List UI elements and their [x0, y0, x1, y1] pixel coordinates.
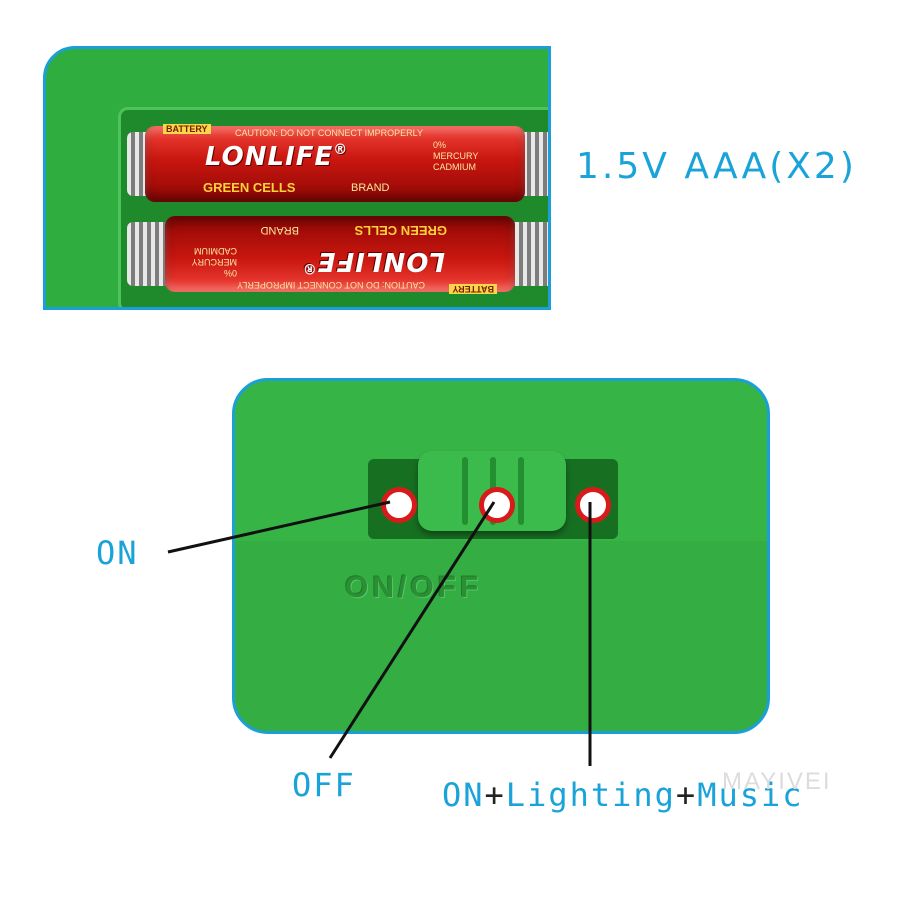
position-marker-on-lighting-music	[575, 487, 611, 523]
plus-sign: +	[675, 776, 698, 814]
switch-ridge	[462, 457, 468, 525]
label-on: ON	[96, 534, 139, 572]
battery-tag: BATTERY	[449, 284, 497, 294]
battery-bottom: BATTERY CAUTION: DO NOT CONNECT IMPROPER…	[165, 216, 515, 294]
combo-music-text: Music	[697, 776, 804, 814]
battery-caution-text: CAUTION: DO NOT CONNECT IMPROPERLY	[235, 128, 424, 138]
battery-brand: LONLIFE®	[301, 246, 445, 276]
combo-lighting-text: Lighting	[505, 776, 676, 814]
plus-sign: +	[484, 776, 506, 814]
battery-brand-word: BRAND	[351, 182, 390, 194]
battery-voltage-label: 1.5V AAA(X2)	[576, 146, 857, 187]
battery-tray: BATTERY CAUTION: DO NOT CONNECT IMPROPER…	[118, 107, 548, 307]
battery-mercury-note: 0% MERCURY CADMIUM	[433, 140, 479, 172]
watermark: MAYIVEI	[722, 768, 832, 795]
battery-compartment-photo: BATTERY CAUTION: DO NOT CONNECT IMPROPER…	[43, 46, 551, 310]
label-off: OFF	[292, 766, 356, 804]
battery-mercury-note: 0% MERCURY CADMIUM	[191, 246, 237, 278]
label-on-lighting-music: ON+Lighting+Music	[442, 776, 804, 814]
battery-brand: LONLIFE®	[205, 142, 349, 172]
switch-housing	[235, 541, 767, 731]
position-marker-on	[381, 487, 417, 523]
battery-subtitle: GREEN CELLS	[354, 223, 447, 238]
battery-subtitle: GREEN CELLS	[203, 180, 296, 195]
battery-tag: BATTERY	[163, 124, 211, 134]
combo-on-text: ON	[442, 776, 485, 814]
battery-caution-text: CAUTION: DO NOT CONNECT IMPROPERLY	[236, 280, 425, 290]
on-off-engraving: ON/OFF	[345, 571, 483, 604]
position-marker-off	[479, 487, 515, 523]
switch-ridge	[518, 457, 524, 525]
battery-brand-word: BRAND	[260, 224, 299, 236]
switch-closeup-photo: ON/OFF	[232, 378, 770, 734]
battery-top: BATTERY CAUTION: DO NOT CONNECT IMPROPER…	[145, 124, 525, 202]
